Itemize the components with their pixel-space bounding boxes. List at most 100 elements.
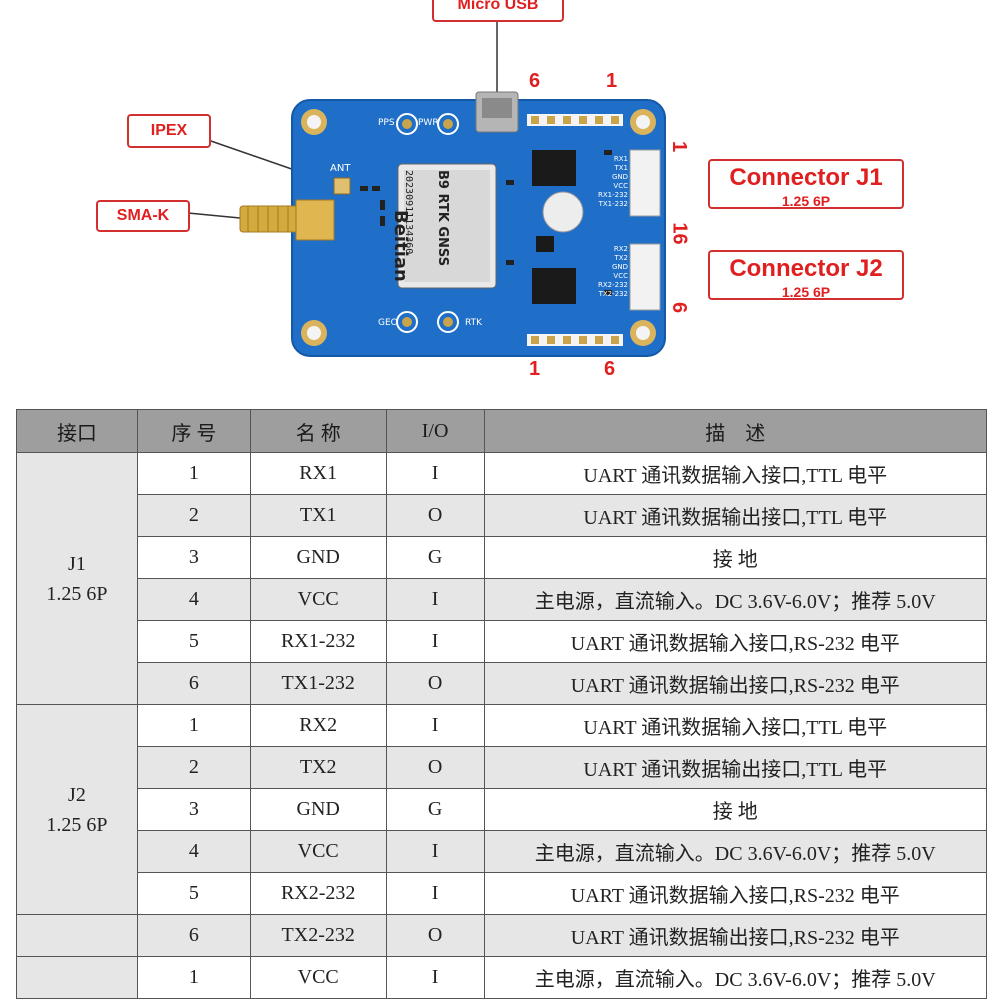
pin-number: 5 [136, 872, 251, 915]
header-io: I/O [385, 409, 485, 453]
table-row: 4 VCC I 主电源，直流输入。DC 3.6V-6.0V；推荐 5.0V [17, 578, 988, 621]
pin-spec-table: 接口 序 号 名 称 I/O 描 述 J1 1.25 6P 1 RX1 I UA… [16, 409, 988, 999]
pin-number-bottom-left: 1 [529, 358, 541, 380]
pin-io: I [385, 704, 485, 747]
pin-description: UART 通讯数据输出接口,RS-232 电平 [483, 662, 988, 705]
j1-pin-label: RX1 [613, 155, 628, 163]
j1-pin-label: RX1-232 [598, 191, 628, 199]
pin-number: 3 [136, 536, 251, 579]
ant-label: ANT [330, 163, 351, 174]
connector-j2 [629, 243, 661, 311]
j1-pin-label: TX1 [614, 164, 628, 172]
interface-name: J2 [68, 783, 86, 806]
micro-usb-callout: Micro USB [432, 0, 564, 22]
board-figure: Beitian B9 RTK GNSS 20230911134360 ANT P… [0, 0, 1000, 400]
pin-number: 4 [136, 578, 251, 621]
pin-description: UART 通讯数据输出接口,RS-232 电平 [483, 914, 988, 957]
table-row: 2 TX2 O UART 通讯数据输出接口,TTL 电平 [17, 746, 988, 789]
pin-description: UART 通讯数据输入接口,TTL 电平 [483, 452, 988, 495]
j2-pin-label: TX2-232 [598, 290, 628, 298]
pin-number: 6 [136, 914, 251, 957]
header-number: 序 号 [136, 409, 251, 453]
pin-number-right-mid: 16 [668, 222, 691, 245]
table-row: J1 1.25 6P 1 RX1 I UART 通讯数据输入接口,TTL 电平 [16, 452, 988, 705]
pin-io: G [385, 536, 485, 579]
j2-pin-label: VCC [613, 272, 628, 280]
table-row: 6 TX1-232 O UART 通讯数据输出接口,RS-232 电平 [17, 662, 988, 705]
pin-name: VCC [249, 956, 387, 999]
micro-usb-label: Micro USB [457, 0, 539, 13]
ipex-connector [333, 177, 351, 195]
table-row: 3 GND G 接 地 [17, 788, 988, 831]
sma-label: SMA-K [116, 207, 170, 224]
pin-description: UART 通讯数据输出接口,TTL 电平 [483, 494, 988, 537]
interface-cell-empty [16, 914, 138, 957]
top-header-pins [527, 114, 623, 126]
pin-number: 2 [136, 746, 251, 789]
table-row: 3 GND G 接 地 [17, 536, 988, 579]
pin-name: RX1 [249, 452, 387, 495]
interface-sub: 1.25 6P [46, 582, 108, 605]
pin-number-right-bottom: 6 [668, 301, 691, 314]
led-pads [396, 113, 459, 333]
pin-io: G [385, 788, 485, 831]
pin-io: I [385, 956, 485, 999]
pin-io: O [385, 914, 485, 957]
bottom-header-pins [527, 334, 623, 346]
chip-model: B9 RTK GNSS [435, 170, 450, 267]
pps-label: PPS [378, 118, 395, 128]
pin-name: TX1-232 [249, 662, 387, 705]
pin-io: I [385, 830, 485, 873]
connector-j2-callout: Connector J2 1.25 6P [708, 250, 904, 300]
interface-sub: 1.25 6P [46, 813, 108, 836]
sma-connector [239, 199, 335, 241]
j1-pin-label: VCC [613, 182, 628, 190]
j2-pin-label: TX2 [614, 254, 628, 262]
pwr-label: PWR [418, 118, 439, 128]
pin-io: O [385, 662, 485, 705]
table-row: 5 RX2-232 I UART 通讯数据输入接口,RS-232 电平 [17, 872, 988, 915]
sma-callout: SMA-K [96, 200, 190, 232]
mounting-holes [301, 109, 656, 346]
header-description: 描 述 [483, 409, 988, 453]
interface-name: J1 [68, 552, 86, 575]
table-row: 1 VCC I 主电源，直流输入。DC 3.6V-6.0V；推荐 5.0V [16, 956, 988, 999]
board-illustration [187, 18, 666, 357]
ic-bottom [532, 268, 576, 304]
pin-io: O [385, 494, 485, 537]
pin-name: GND [249, 788, 387, 831]
pin-number: 6 [136, 662, 251, 705]
table-row: J2 1.25 6P 1 RX2 I UART 通讯数据输入接口,TTL 电平 [16, 704, 988, 915]
pin-description: 主电源，直流输入。DC 3.6V-6.0V；推荐 5.0V [483, 830, 988, 873]
pin-name: VCC [249, 578, 387, 621]
sma-leader [187, 212, 241, 219]
pin-number-top-right: 1 [606, 70, 618, 92]
buzzer [542, 191, 584, 233]
pin-number: 1 [136, 956, 251, 999]
pin-description: UART 通讯数据输出接口,TTL 电平 [483, 746, 988, 789]
connector-j1 [629, 149, 661, 217]
connector-j2-subtitle: 1.25 6P [781, 284, 831, 300]
table-row: 5 RX1-232 I UART 通讯数据输入接口,RS-232 电平 [17, 620, 988, 663]
pin-number-right-top: 1 [668, 140, 691, 153]
geo-label: GEO [378, 318, 398, 328]
pin-name: VCC [249, 830, 387, 873]
connector-j1-title: Connector J1 [729, 164, 883, 191]
interface-cell-j1: J1 1.25 6P [16, 452, 138, 705]
pin-description: UART 通讯数据输入接口,TTL 电平 [483, 704, 988, 747]
interface-cell-j2: J2 1.25 6P [16, 704, 138, 915]
table-row: 4 VCC I 主电源，直流输入。DC 3.6V-6.0V；推荐 5.0V [17, 830, 988, 873]
pin-name: GND [249, 536, 387, 579]
rtk-label: RTK [465, 318, 482, 328]
pin-description: 接 地 [483, 536, 988, 579]
j2-pin-label: GND [611, 263, 628, 271]
table-row: 2 TX1 O UART 通讯数据输出接口,TTL 电平 [17, 494, 988, 537]
pin-name: RX1-232 [249, 620, 387, 663]
pin-number-top-left: 6 [529, 70, 541, 92]
interface-cell-empty [16, 956, 138, 999]
pin-number: 4 [136, 830, 251, 873]
pin-io: O [385, 746, 485, 789]
ic-top [532, 150, 576, 186]
pin-number: 1 [136, 452, 251, 495]
pin-description: 接 地 [483, 788, 988, 831]
